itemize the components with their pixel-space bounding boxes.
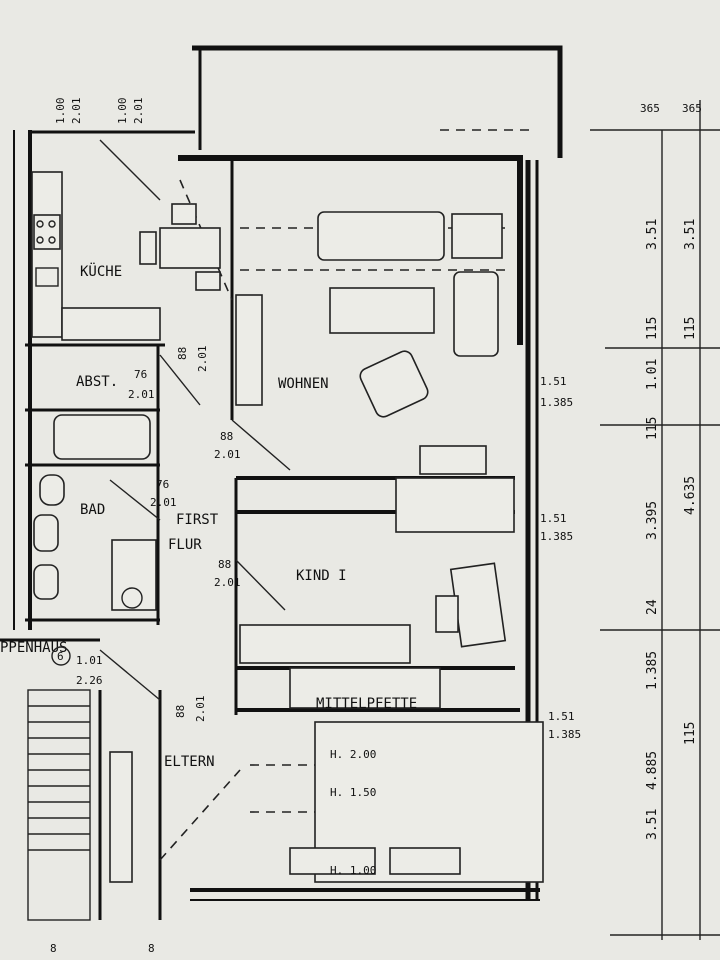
door-entry-width: 1.01 <box>76 654 103 667</box>
window-kind-height: 1.385 <box>540 530 573 543</box>
staircase <box>27 689 91 921</box>
door-entry-height: 2.26 <box>76 674 103 687</box>
door-wohnen-height: 2.01 <box>214 448 241 461</box>
dim-col1-4: 3.395 <box>645 501 660 540</box>
dim-col1-6: 1.385 <box>645 651 660 690</box>
room-label-eltern: ELTERN <box>164 754 215 770</box>
bottom-mark-1: 8 <box>50 942 57 955</box>
door-top-right-width: 1.00 <box>116 98 129 125</box>
window-kind-width: 1.51 <box>540 512 567 525</box>
bed-height-1: H. 2.00 <box>330 748 376 761</box>
door-kueche-width: 88 <box>176 347 189 360</box>
entry-number-circle <box>51 646 71 666</box>
door-bad-height: 2.01 <box>150 496 177 509</box>
label-first: FIRST <box>176 512 219 528</box>
door-bad-width: 76 <box>156 478 169 491</box>
room-label-kind: KIND I <box>296 568 347 584</box>
bath-fixtures <box>33 414 157 611</box>
door-abst-height: 2.01 <box>128 388 155 401</box>
dim-col1-1: 115 <box>645 317 660 340</box>
dim-col1-7: 4.885 <box>645 751 660 790</box>
dim-col2-2: 4.635 <box>683 476 698 515</box>
dim-col2-1: 115 <box>683 317 698 340</box>
door-top-left-width: 1.00 <box>54 98 67 125</box>
living-room-furniture <box>235 211 515 533</box>
door-swings <box>99 139 291 701</box>
window-eltern-width: 1.51 <box>548 710 575 723</box>
door-abst-width: 76 <box>134 368 147 381</box>
dim-col2-0: 3.51 <box>683 219 698 250</box>
window-wohnen-height: 1.385 <box>540 396 573 409</box>
room-label-flur: FLUR <box>168 537 202 553</box>
top-dim-1: 365 <box>640 102 660 115</box>
room-label-wohnen: WOHNEN <box>278 376 329 392</box>
bed-height-3: H. 1.00 <box>330 864 376 877</box>
door-wohnen-width: 88 <box>220 430 233 443</box>
dim-col1-0: 3.51 <box>645 219 660 250</box>
window-eltern-height: 1.385 <box>548 728 581 741</box>
label-mittelpfette: MITTELPFETTE <box>316 696 417 712</box>
top-dim-2: 365 <box>682 102 702 115</box>
kitchen-fixtures <box>31 171 221 341</box>
room-label-treppenhaus: PPENHAUS <box>0 640 67 656</box>
dim-col1-2: 1.01 <box>645 359 660 390</box>
door-kueche-height: 2.01 <box>196 346 209 373</box>
door-eltern-height: 2.01 <box>194 696 207 723</box>
window-wohnen-width: 1.51 <box>540 375 567 388</box>
door-kind-height: 2.01 <box>214 576 241 589</box>
door-eltern-width: 88 <box>174 705 187 718</box>
dim-col1-8: 3.51 <box>645 809 660 840</box>
room-label-abst: ABST. <box>76 374 118 390</box>
bed-height-2: H. 1.50 <box>330 786 376 799</box>
kind-room-furniture <box>239 562 507 709</box>
door-top-right-height: 2.01 <box>132 98 145 125</box>
room-label-bad: BAD <box>80 502 105 518</box>
door-kind-width: 88 <box>218 558 231 571</box>
eltern-furniture <box>109 721 544 883</box>
bottom-mark-2: 8 <box>148 942 155 955</box>
dimension-lines <box>590 100 720 940</box>
dim-col1-3: 115 <box>645 417 660 440</box>
door-top-left-height: 2.01 <box>70 98 83 125</box>
dim-col2-3: 115 <box>683 722 698 745</box>
room-label-kueche: KÜCHE <box>80 262 122 280</box>
dim-col1-5: 24 <box>645 599 660 615</box>
entry-number: 6 <box>57 650 64 663</box>
